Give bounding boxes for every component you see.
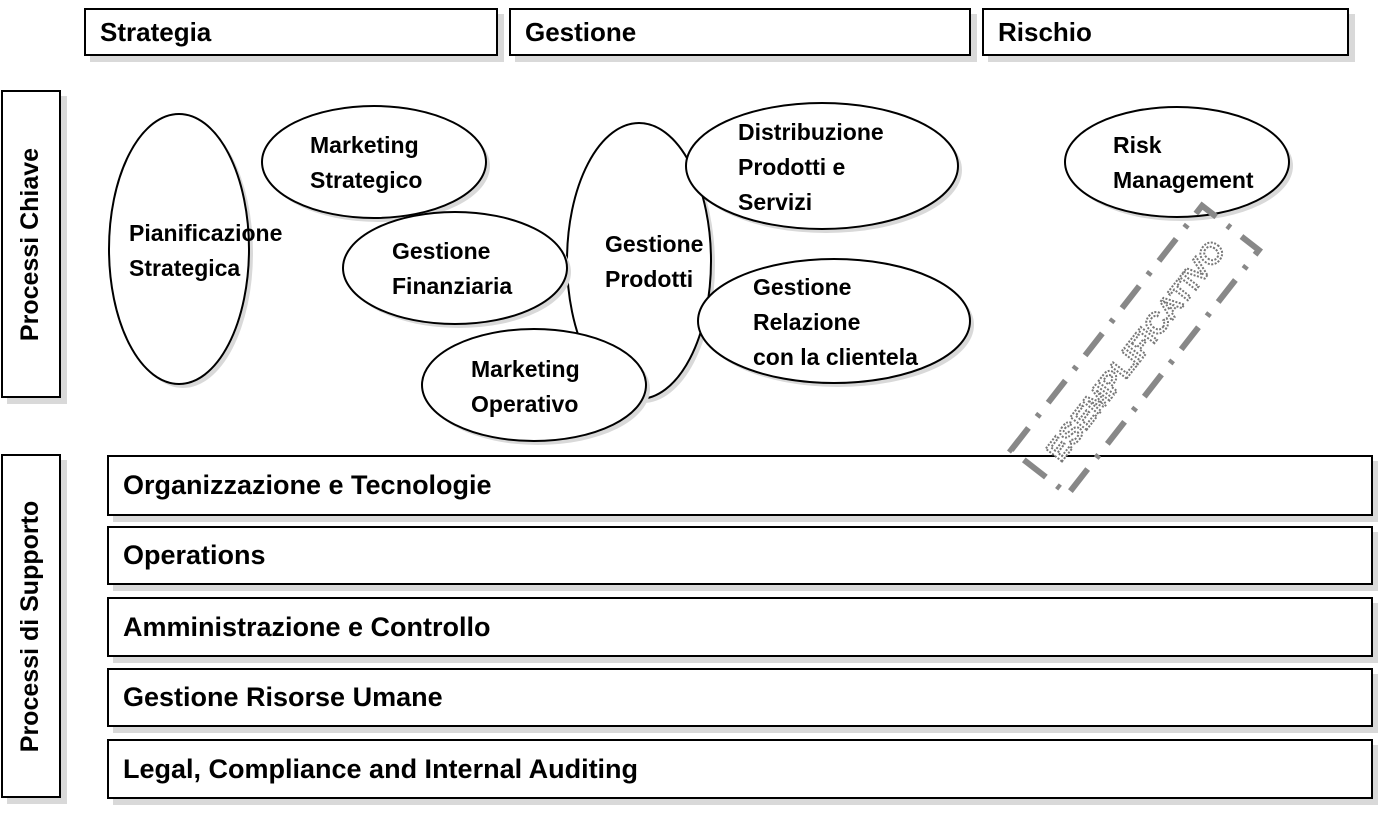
process-line: Strategica bbox=[129, 255, 240, 281]
process-line: Marketing bbox=[310, 132, 419, 158]
watermark-text: ESEMPLIFICATIVO bbox=[1040, 235, 1232, 468]
watermark-border bbox=[1006, 201, 1264, 499]
process-gestione-finanziaria: Gestione Finanziaria bbox=[342, 211, 571, 328]
process-line: Servizi bbox=[738, 189, 812, 215]
process-line: Relazione bbox=[753, 309, 860, 335]
support-process-label: Gestione Risorse Umane bbox=[123, 682, 443, 712]
support-process-label: Legal, Compliance and Internal Auditing bbox=[123, 753, 639, 784]
support-process-row: Legal, Compliance and Internal Auditing bbox=[107, 739, 1373, 799]
process-line: Prodotti e bbox=[738, 154, 845, 180]
process-gestione-prodotti: Gestione Prodotti bbox=[566, 122, 715, 403]
process-marketing-strategico: Marketing Strategico bbox=[261, 105, 490, 222]
process-marketing-operativo: Marketing Operativo bbox=[421, 328, 650, 445]
support-process-row: Amministrazione e Controllo bbox=[107, 597, 1373, 657]
process-line: Gestione bbox=[753, 274, 851, 300]
process-risk-management: Risk Management bbox=[1064, 106, 1293, 221]
side-label-support-processes: Processi di Supporto bbox=[1, 454, 61, 798]
header-rischio: Rischio bbox=[982, 8, 1349, 56]
process-line: Gestione bbox=[392, 238, 490, 264]
header-strategia: Strategia bbox=[84, 8, 498, 56]
process-line: Finanziaria bbox=[392, 273, 512, 299]
side-label-key-processes: Processi Chiave bbox=[1, 90, 61, 398]
process-line: Prodotti bbox=[605, 266, 693, 292]
header-label: Strategia bbox=[100, 16, 212, 47]
process-line: Risk bbox=[1113, 132, 1162, 158]
header-label: Gestione bbox=[525, 16, 637, 47]
process-line: Strategico bbox=[310, 167, 422, 193]
process-line: Distribuzione bbox=[738, 119, 884, 145]
support-process-label: Operations bbox=[123, 540, 266, 570]
process-line: Pianificazione bbox=[129, 220, 282, 246]
support-process-label: Organizzazione e Tecnologie bbox=[123, 470, 492, 500]
process-distribuzione-prodotti-servizi: Distribuzione Prodotti e Servizi bbox=[685, 102, 962, 233]
support-process-row: Gestione Risorse Umane bbox=[107, 668, 1373, 727]
header-label: Rischio bbox=[998, 16, 1092, 47]
process-pianificazione-strategica: Pianificazione Strategica bbox=[108, 113, 282, 388]
support-process-row: Organizzazione e Tecnologie bbox=[107, 455, 1373, 516]
process-gestione-relazione-clientela: Gestione Relazione con la clientela bbox=[697, 258, 974, 387]
header-gestione: Gestione bbox=[509, 8, 971, 56]
support-process-row: Operations bbox=[107, 526, 1373, 585]
support-process-label: Amministrazione e Controllo bbox=[123, 611, 491, 642]
process-line: Operativo bbox=[471, 391, 578, 417]
process-line: Marketing bbox=[471, 356, 580, 382]
watermark-stamp: ESEMPLIFICATIVO bbox=[1006, 201, 1264, 499]
process-line: Gestione bbox=[605, 231, 703, 257]
process-line: Management bbox=[1113, 167, 1254, 193]
process-line: con la clientela bbox=[753, 344, 918, 370]
